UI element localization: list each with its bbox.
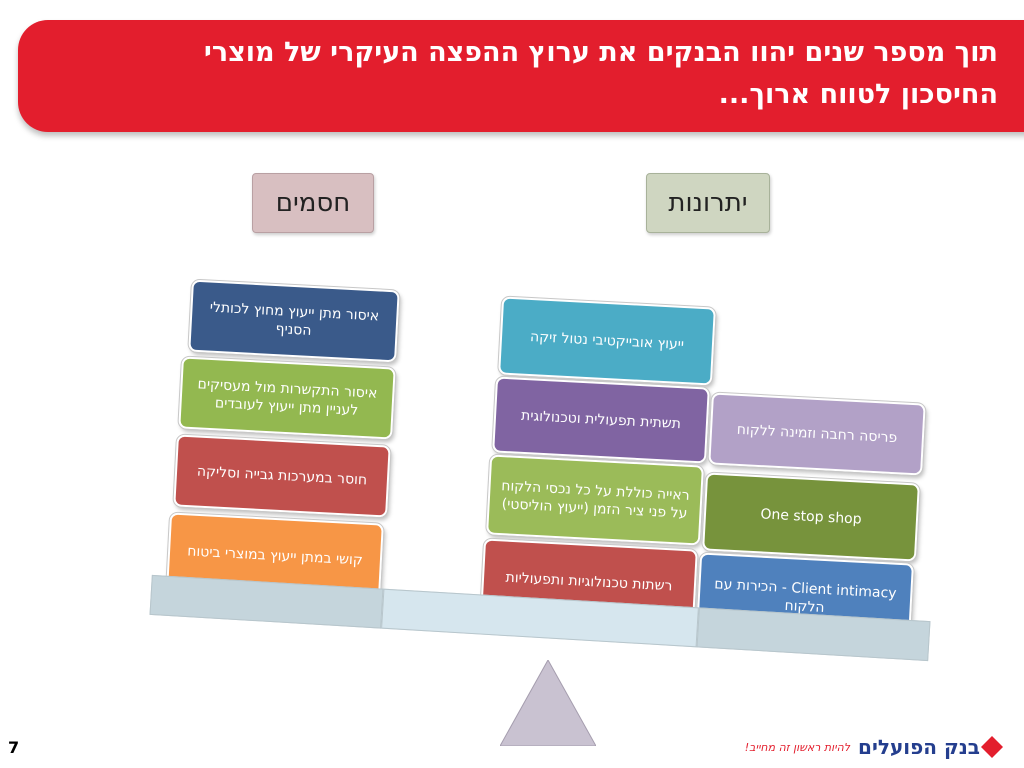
- advantage-block: תשתית תפעולית וטכנולוגית: [491, 375, 711, 465]
- fulcrum-triangle: [500, 660, 596, 746]
- header-banner: תוך מספר שנים יהוו הבנקים את ערוץ ההפצה …: [18, 20, 1024, 132]
- barrier-block: חוסר במערכות גבייה וסליקה: [172, 433, 392, 519]
- bank-logo: בנק הפועלים להיות ראשון זה מחייב!: [745, 735, 1004, 759]
- bank-name: בנק הפועלים: [858, 735, 980, 759]
- bank-tagline: להיות ראשון זה מחייב!: [744, 740, 851, 754]
- diamond-logo-icon: [981, 736, 1003, 758]
- advantages-label: יתרונות: [646, 173, 770, 233]
- advantage-block: ייעוץ אובייקטיבי נטול זיקה: [497, 295, 717, 387]
- advantage-block: ראייה כוללת על כל נכסי הלקוח על פני ציר …: [485, 453, 705, 547]
- advantage-block: One stop shop: [701, 471, 921, 563]
- page-title: תוך מספר שנים יהוו הבנקים את ערוץ ההפצה …: [203, 37, 998, 110]
- barrier-block: איסור התקשרות מול מעסיקים לעניין מתן ייע…: [177, 355, 397, 441]
- page-number: 7: [8, 738, 20, 757]
- advantage-block: פריסה רחבה וזמינה ללקוח: [707, 391, 927, 477]
- barrier-block: איסור מתן ייעוץ מחוץ לכותלי הסניף: [187, 278, 401, 364]
- barriers-label: חסמים: [252, 173, 374, 233]
